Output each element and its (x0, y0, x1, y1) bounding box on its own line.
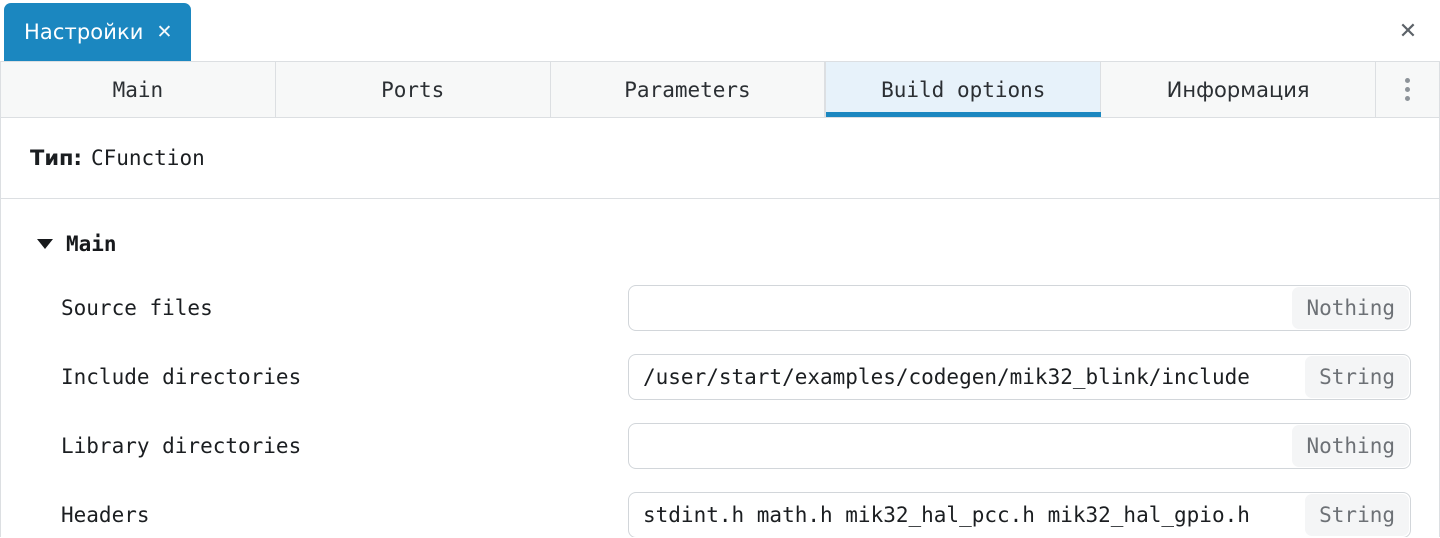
tab-label: Build options (881, 77, 1046, 102)
tab-label: Main (112, 77, 164, 102)
include-directories-input[interactable]: /user/start/examples/codegen/mik32_blink… (628, 353, 1411, 400)
window-close-icon[interactable]: ✕ (1398, 19, 1418, 44)
type-value: CFunction (90, 146, 205, 170)
row-library-directories: Library directories Nothing (1, 411, 1439, 480)
settings-rows: Source files Nothing Include directories… (1, 273, 1439, 537)
row-include-directories: Include directories /user/start/examples… (1, 342, 1439, 411)
field-type-badge: String (1305, 355, 1409, 398)
tab-label: Информация (1166, 77, 1310, 102)
tab-information[interactable]: Информация (1101, 62, 1376, 117)
more-vertical-glyph (1404, 78, 1410, 101)
document-tab-label: Настройки (24, 20, 144, 44)
tab-ports[interactable]: Ports (275, 62, 551, 117)
tab-main[interactable]: Main (0, 62, 276, 117)
library-directories-input[interactable]: Nothing (628, 422, 1411, 469)
section-header-main[interactable]: Main (1, 227, 1439, 261)
row-label: Headers (61, 502, 150, 527)
close-icon[interactable]: ✕ (156, 20, 173, 43)
tabstrip: Main Ports Parameters Build options Инфо… (0, 61, 1440, 118)
settings-content: Тип: CFunction Main Source files Nothing… (0, 118, 1440, 537)
more-vertical-icon[interactable] (1375, 62, 1440, 117)
field-value: stdint.h math.h mik32_hal_pcc.h mik32_ha… (643, 502, 1250, 527)
source-files-input[interactable]: Nothing (628, 284, 1411, 331)
document-tab-settings[interactable]: Настройки ✕ (4, 3, 191, 61)
field-value: /user/start/examples/codegen/mik32_blink… (643, 364, 1250, 389)
field-type-badge: Nothing (1292, 424, 1409, 467)
chevron-down-icon (37, 239, 53, 249)
row-label: Source files (61, 295, 213, 320)
field-type-badge: String (1305, 493, 1409, 536)
row-source-files: Source files Nothing (1, 273, 1439, 342)
row-label: Library directories (61, 433, 302, 458)
section-title: Main (66, 232, 117, 256)
tab-label: Ports (381, 77, 445, 102)
tab-parameters[interactable]: Parameters (550, 62, 826, 117)
headers-input[interactable]: stdint.h math.h mik32_hal_pcc.h mik32_ha… (628, 491, 1411, 537)
row-headers: Headers stdint.h math.h mik32_hal_pcc.h … (1, 480, 1439, 537)
tab-label: Parameters (624, 77, 751, 102)
field-type-badge: Nothing (1292, 286, 1409, 329)
type-row: Тип: CFunction (1, 118, 1439, 199)
tab-build-options[interactable]: Build options (825, 62, 1102, 117)
row-label: Include directories (61, 364, 302, 389)
type-label: Тип: (30, 146, 82, 170)
section-main: Main Source files Nothing Include direct… (1, 199, 1439, 537)
window-titlebar: Настройки ✕ ✕ (0, 0, 1440, 61)
